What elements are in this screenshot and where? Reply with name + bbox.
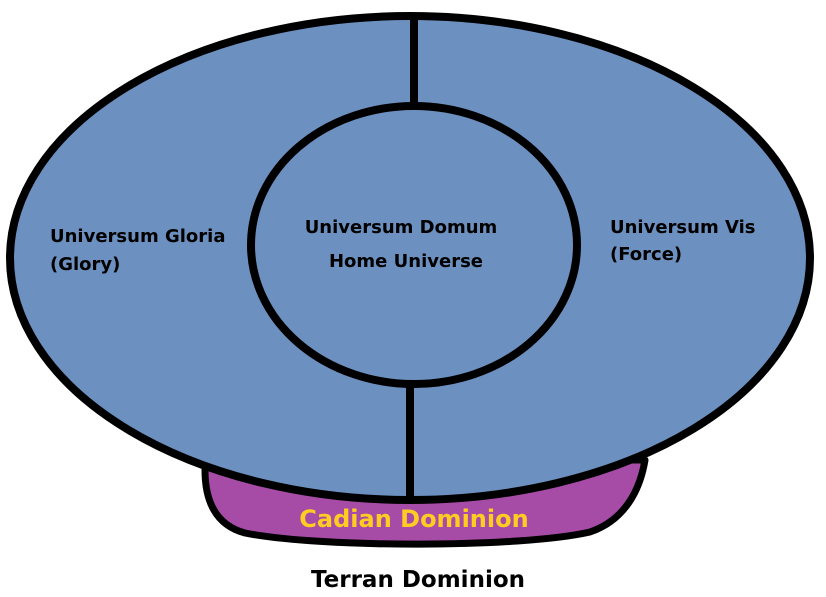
cadian-dominion-label: Cadian Dominion bbox=[299, 505, 528, 533]
vis-label-line1: Universum Vis bbox=[610, 217, 755, 238]
terran-dominion-label: Terran Dominion bbox=[311, 567, 525, 593]
home-universe-circle bbox=[247, 102, 581, 388]
gloria-label-line2: (Glory) bbox=[50, 254, 120, 275]
domum-label-line1: Universum Domum bbox=[305, 217, 498, 238]
gloria-label-line1: Universum Gloria bbox=[50, 226, 225, 247]
domum-label-line2: Home Universe bbox=[329, 251, 483, 272]
vis-label-line2: (Force) bbox=[610, 244, 682, 265]
